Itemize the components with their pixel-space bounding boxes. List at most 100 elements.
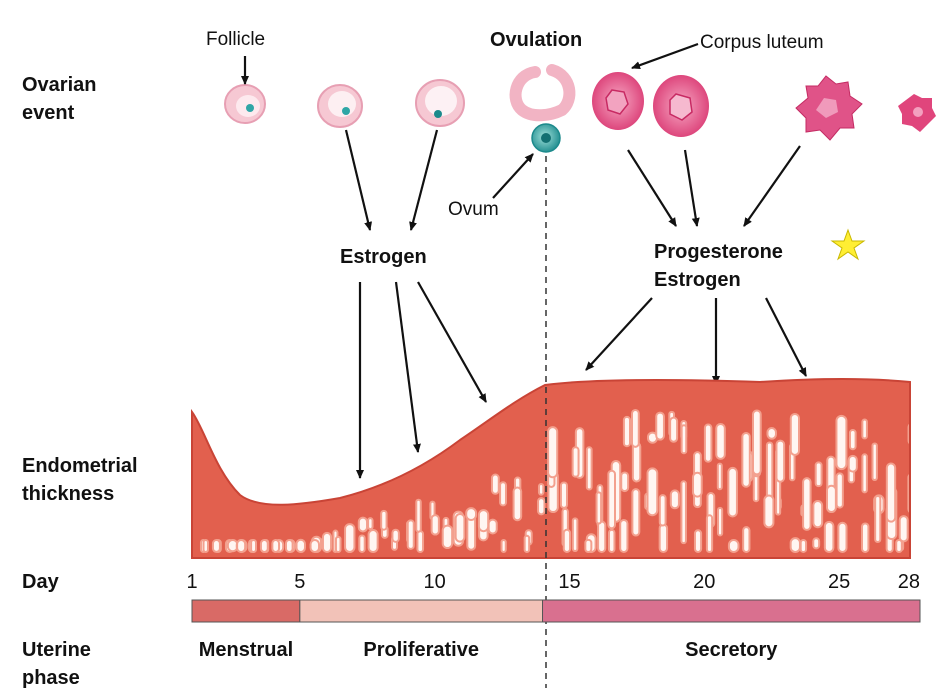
gland-texture xyxy=(271,539,281,553)
day-tick-label: 28 xyxy=(898,571,920,593)
gland-texture xyxy=(680,424,688,455)
gland-texture xyxy=(907,472,910,515)
arrow-estrogen-3 xyxy=(417,281,487,403)
uterine-phase-label-line2: phase xyxy=(22,667,80,688)
gland-texture xyxy=(911,426,920,482)
ruptured-follicle xyxy=(509,64,576,122)
gland-texture xyxy=(835,414,848,471)
day-tick-label: 1 xyxy=(186,571,197,593)
gland-texture xyxy=(658,494,667,527)
gland-texture xyxy=(441,524,454,550)
day-tick-label: 20 xyxy=(693,571,715,593)
gland-texture xyxy=(595,491,603,525)
gland-texture xyxy=(812,499,824,529)
gland-texture xyxy=(680,480,687,545)
gland-texture xyxy=(812,537,821,550)
arrow-follicle2-estrogen xyxy=(344,129,373,231)
gland-texture xyxy=(789,537,801,553)
gland-texture xyxy=(727,539,740,553)
gland-texture xyxy=(835,472,844,509)
gland-texture xyxy=(727,466,738,518)
phase-label-secretory: Secretory xyxy=(685,639,778,661)
phase-segment-proliferative xyxy=(299,599,544,623)
endometrial-thickness-label: Endometrial xyxy=(22,455,138,477)
gland-texture xyxy=(742,526,751,554)
gland-texture xyxy=(715,422,726,460)
phase-segment-menstrual xyxy=(191,599,301,623)
gland-texture xyxy=(620,471,630,493)
gland-texture xyxy=(907,422,910,446)
gland-texture xyxy=(861,453,868,494)
gland-texture xyxy=(499,481,507,507)
gland-texture xyxy=(871,442,878,482)
arrow-follicle3-estrogen xyxy=(409,129,439,231)
gland-texture xyxy=(655,411,665,441)
gland-texture xyxy=(571,517,579,553)
estrogen-label: Estrogen xyxy=(340,246,427,268)
gland-texture xyxy=(619,518,629,553)
arrow-ovum xyxy=(492,153,534,199)
gland-texture xyxy=(571,446,580,478)
uterine-phase-bar xyxy=(191,599,921,623)
ovulation-label: Ovulation xyxy=(490,29,582,51)
phase-label-proliferative: Proliferative xyxy=(363,639,479,661)
gland-texture xyxy=(357,516,369,533)
gland-texture xyxy=(585,446,593,491)
gland-texture xyxy=(236,539,247,553)
gland-texture xyxy=(547,426,559,479)
gland-texture xyxy=(766,427,777,440)
gland-texture xyxy=(380,509,388,531)
gland-texture xyxy=(367,529,379,554)
arrow-cl3-progesterone xyxy=(743,145,801,227)
gland-texture xyxy=(848,429,857,451)
gland-texture xyxy=(631,409,640,448)
gland-texture xyxy=(799,539,808,553)
gland-texture xyxy=(562,528,572,554)
gland-texture xyxy=(537,483,545,496)
day-tick-label: 15 xyxy=(558,571,580,593)
corpus-luteum-3 xyxy=(795,75,863,141)
gland-texture xyxy=(751,409,762,476)
gland-texture xyxy=(415,498,422,533)
arrow-estrogen-2 xyxy=(394,281,421,453)
gland-texture xyxy=(430,514,440,536)
gland-texture xyxy=(309,539,321,553)
gland-texture xyxy=(716,506,724,537)
corpus-luteum-1 xyxy=(592,72,644,130)
gland-texture xyxy=(703,423,713,463)
day-tick-label: 10 xyxy=(424,571,446,593)
gland-texture xyxy=(874,494,882,544)
day-label: Day xyxy=(22,571,60,593)
gland-texture xyxy=(512,486,523,522)
gland-texture xyxy=(391,528,400,543)
endometrium-outline xyxy=(191,378,911,559)
gland-texture xyxy=(211,539,221,553)
gland-texture xyxy=(669,416,679,443)
gland-texture xyxy=(607,528,616,554)
arrow-progesterone-3 xyxy=(765,297,807,377)
endometrium xyxy=(191,378,920,559)
gland-texture xyxy=(837,521,848,554)
star-icon xyxy=(830,228,866,261)
gland-texture xyxy=(885,462,897,523)
gland-texture xyxy=(631,441,642,483)
arrow-cl1-progesterone xyxy=(627,149,677,227)
gland-texture xyxy=(898,515,909,543)
gland-texture xyxy=(477,509,490,533)
gland-texture xyxy=(607,469,616,530)
corpus-luteum-label: Corpus luteum xyxy=(700,32,824,53)
gland-texture xyxy=(658,523,669,553)
gland-texture xyxy=(202,539,209,553)
gland-texture xyxy=(584,538,593,554)
follicle-label: Follicle xyxy=(206,29,265,50)
gland-texture xyxy=(500,539,507,553)
follicle-2 xyxy=(317,84,363,128)
arrow-corpus-luteum xyxy=(631,42,699,70)
gland-texture xyxy=(692,471,703,498)
ovum-label: Ovum xyxy=(448,199,499,220)
gland-texture xyxy=(789,412,801,456)
gland-texture xyxy=(259,539,269,553)
